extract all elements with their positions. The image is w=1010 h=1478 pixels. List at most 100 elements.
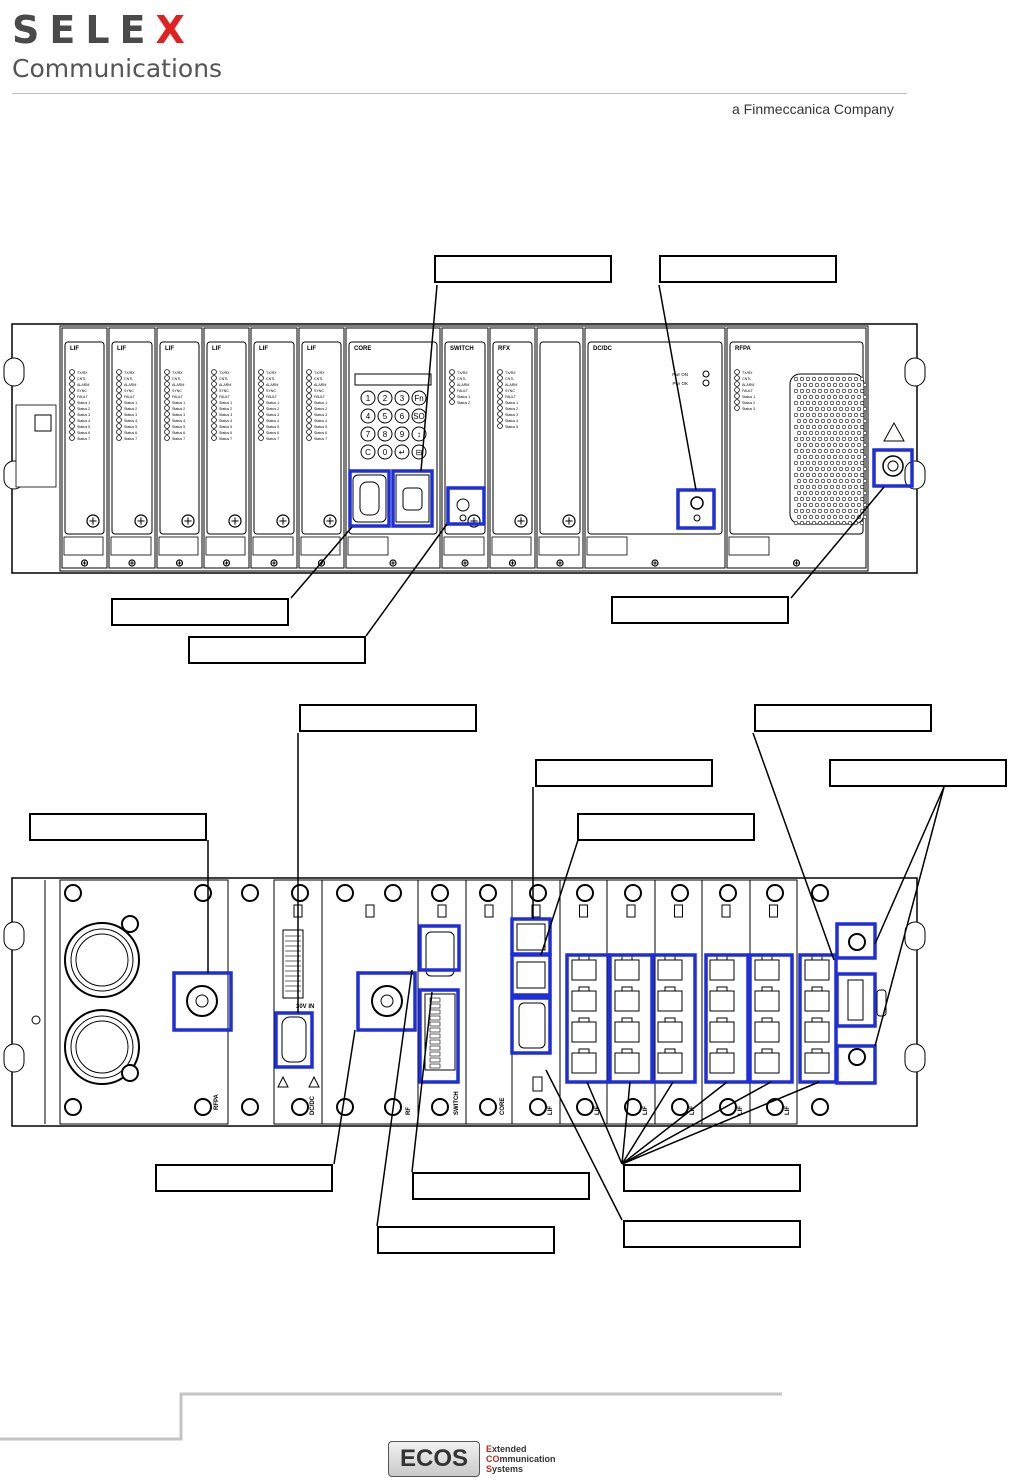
callout-label-box xyxy=(188,636,366,664)
status-led-icon xyxy=(69,381,75,387)
card-pull-tab xyxy=(769,904,778,918)
vent-hole xyxy=(853,508,859,514)
rj45-port-latch xyxy=(578,1017,590,1023)
vent-hole xyxy=(823,460,829,466)
keypad-key-label: 6 xyxy=(400,412,405,421)
led-label: Status 5 xyxy=(219,425,232,429)
vent-hole xyxy=(793,520,799,526)
led-label: Status 6 xyxy=(219,431,232,435)
status-led-icon xyxy=(734,369,740,375)
keypad-key xyxy=(394,444,410,460)
vent-hole xyxy=(802,490,808,496)
vent-hole xyxy=(862,406,868,412)
rear-card-label: LIF xyxy=(690,1106,696,1115)
vent-hole xyxy=(802,466,808,472)
terminal-pin xyxy=(429,1009,441,1015)
card-label: RFX xyxy=(498,346,510,352)
vent-hole xyxy=(841,448,847,454)
db9-connector xyxy=(425,931,455,977)
vent-hole xyxy=(805,484,811,490)
vent-hole xyxy=(850,454,856,460)
status-led-icon xyxy=(69,411,75,417)
led-label: FAULT xyxy=(505,395,517,399)
rear-screw-icon xyxy=(479,1098,497,1116)
led-label: Status 5 xyxy=(266,425,279,429)
led-label: TX/RX xyxy=(742,371,753,375)
vent-hole xyxy=(826,442,832,448)
vent-hole xyxy=(853,496,859,502)
callout-label-box xyxy=(412,1172,590,1200)
status-led-icon xyxy=(306,399,312,405)
vent-hole xyxy=(805,472,811,478)
vent-hole xyxy=(862,514,868,520)
vent-hole xyxy=(838,418,844,424)
rj45-port-latch xyxy=(716,1017,728,1023)
led-label: Status 3 xyxy=(77,413,90,417)
dcdc-led-icon xyxy=(702,370,710,378)
vent-hole xyxy=(799,400,805,406)
status-led-icon xyxy=(497,405,503,411)
fan-guard xyxy=(75,1020,129,1074)
status-led-icon xyxy=(449,369,455,375)
rear-card-rf: RF xyxy=(321,879,419,1125)
keypad-key-label: 5 xyxy=(383,412,388,421)
vent-hole xyxy=(817,484,823,490)
vent-hole xyxy=(808,478,814,484)
vent-hole xyxy=(838,478,844,484)
card-pull-tab xyxy=(674,904,683,918)
card-faceplate xyxy=(253,341,295,535)
vent-hole xyxy=(850,514,856,520)
vent-hole xyxy=(793,508,799,514)
rear-screw-icon xyxy=(811,1098,829,1116)
vent-hole xyxy=(832,502,838,508)
vent-hole xyxy=(823,412,829,418)
vent-hole xyxy=(805,412,811,418)
card-tab xyxy=(158,536,199,556)
rack-slot xyxy=(904,921,926,951)
rj45-port-latch xyxy=(761,986,773,992)
keypad-key-label: Fn xyxy=(414,394,423,403)
status-led-icon xyxy=(69,435,75,441)
brand-subtitle: Communications xyxy=(12,54,223,83)
rear-screw-icon xyxy=(719,1098,737,1116)
card-cage xyxy=(59,325,869,572)
vent-hole xyxy=(862,502,868,508)
rj45-port-latch xyxy=(621,986,633,992)
vent-hole xyxy=(796,430,802,436)
vent-hole xyxy=(829,412,835,418)
led-label: SYNC xyxy=(266,389,276,393)
rack-slot xyxy=(3,921,25,951)
status-led-icon xyxy=(734,381,740,387)
rf-connector-pin xyxy=(380,994,394,1008)
led-label: Status 1 xyxy=(505,401,518,405)
vent-hole xyxy=(802,478,808,484)
status-led-icon xyxy=(69,375,75,381)
vent-hole xyxy=(835,424,841,430)
vent-hole xyxy=(811,400,817,406)
status-led-icon xyxy=(449,387,455,393)
vent-hole xyxy=(844,406,850,412)
vent-hole xyxy=(793,376,799,382)
vent-hole xyxy=(823,376,829,382)
led-label: CNTL xyxy=(172,377,181,381)
vent-hole xyxy=(835,460,841,466)
rear-screw-icon xyxy=(336,884,354,902)
vent-hole xyxy=(799,388,805,394)
status-led-icon xyxy=(306,387,312,393)
rj45-port-icon xyxy=(754,990,780,1012)
vent-hole xyxy=(859,424,865,430)
highlight-box xyxy=(274,1011,314,1069)
vent-hole xyxy=(820,514,826,520)
rack-slot xyxy=(3,357,25,387)
vent-hole xyxy=(820,406,826,412)
vent-hole xyxy=(811,388,817,394)
vent-hole xyxy=(841,436,847,442)
status-led-icon xyxy=(69,423,75,429)
led-label: FAULT xyxy=(314,395,326,399)
rack-slot xyxy=(904,357,926,387)
ecos-tagline: Extended COmmunication Systems xyxy=(486,1444,556,1474)
vent-hole xyxy=(829,424,835,430)
rj45-port-icon xyxy=(614,959,640,981)
rear-screw-icon xyxy=(576,884,594,902)
